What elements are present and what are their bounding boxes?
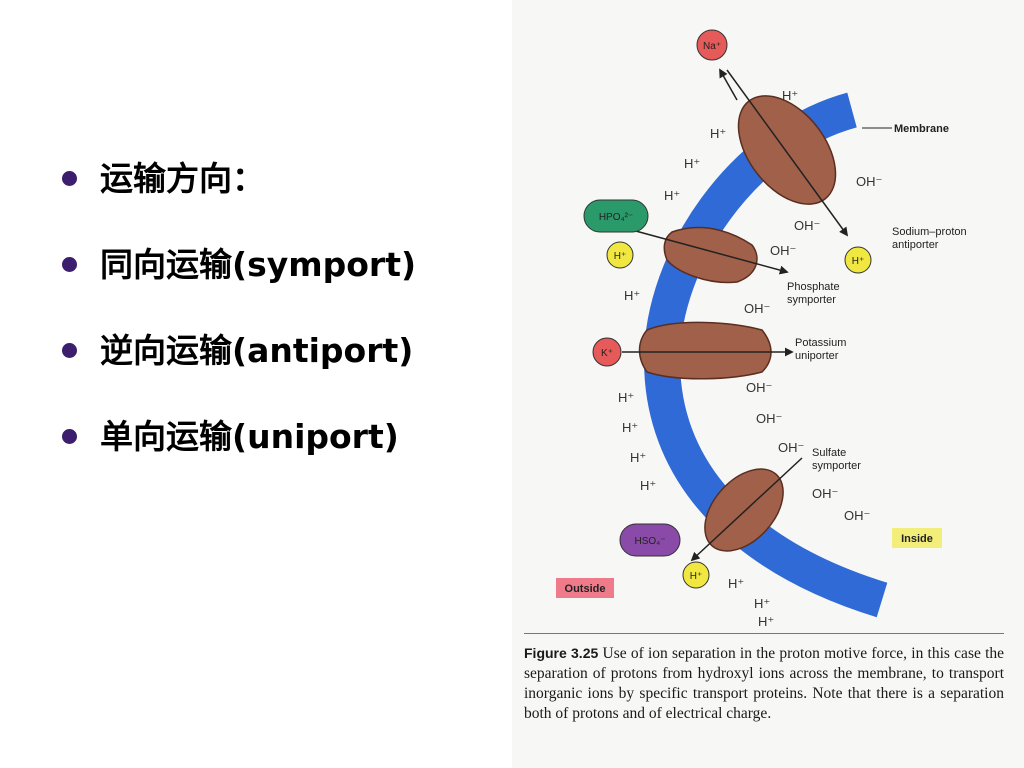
bullet-text: 单向运输(uniport) bbox=[100, 417, 399, 456]
svg-text:H⁺: H⁺ bbox=[728, 576, 744, 591]
h-ion-phosphate: H⁺ bbox=[606, 241, 634, 269]
potassium-uniporter bbox=[622, 321, 794, 380]
svg-text:H⁺: H⁺ bbox=[684, 156, 700, 171]
svg-text:OH⁻: OH⁻ bbox=[778, 440, 804, 455]
bullet-text: 逆向运输(antiport) bbox=[100, 331, 414, 370]
figure-caption: Figure 3.25 Use of ion separation in the… bbox=[524, 643, 1004, 724]
membrane-diagram: Na⁺ HPO₄²⁻ H⁺ H⁺ K⁺ HSO₄⁻ H⁺ H⁺ H⁺ bbox=[556, 29, 967, 629]
inside-tag: Inside bbox=[892, 528, 942, 548]
membrane-label: Membrane bbox=[862, 123, 949, 135]
svg-text:H⁺: H⁺ bbox=[614, 251, 627, 262]
h-ion-sulfate: H⁺ bbox=[682, 561, 710, 589]
k-ion: K⁺ bbox=[592, 337, 622, 367]
svg-text:H⁺: H⁺ bbox=[640, 478, 656, 493]
hpo4-ion: HPO₄²⁻ bbox=[583, 199, 649, 233]
svg-text:Membrane: Membrane bbox=[894, 123, 949, 135]
svg-text:H⁺: H⁺ bbox=[782, 88, 798, 103]
svg-text:H⁺: H⁺ bbox=[758, 614, 774, 629]
svg-text:Inside: Inside bbox=[901, 533, 933, 545]
svg-text:HSO₄⁻: HSO₄⁻ bbox=[634, 536, 665, 547]
svg-text:OH⁻: OH⁻ bbox=[844, 508, 870, 523]
bullet-dot-icon bbox=[62, 429, 77, 444]
bullet-dot-icon bbox=[62, 171, 77, 186]
bullet-text: 运输方向： bbox=[100, 159, 265, 198]
bullet-item: 运输方向： bbox=[62, 150, 416, 236]
bullet-item: 逆向运输(antiport) bbox=[62, 322, 416, 408]
svg-text:OH⁻: OH⁻ bbox=[756, 411, 782, 426]
sodium-proton-antiporter bbox=[719, 68, 849, 237]
bullet-list: 运输方向： 同向运输(symport) 逆向运输(antiport) 单向运输(… bbox=[62, 150, 416, 494]
svg-text:H⁺: H⁺ bbox=[664, 188, 680, 203]
svg-text:OH⁻: OH⁻ bbox=[746, 380, 772, 395]
sulfate-symporter bbox=[690, 457, 803, 562]
na-ion: Na⁺ bbox=[696, 29, 728, 61]
phosphate-symporter bbox=[631, 226, 789, 284]
caption-title: Figure 3.25 bbox=[524, 645, 599, 661]
svg-text:OH⁻: OH⁻ bbox=[744, 301, 770, 316]
svg-text:HPO₄²⁻: HPO₄²⁻ bbox=[599, 212, 633, 223]
inside-hydroxyls: OH⁻ OH⁻ OH⁻ OH⁻ OH⁻ OH⁻ OH⁻ OH⁻ OH⁻ bbox=[744, 174, 882, 523]
svg-text:Outside: Outside bbox=[565, 583, 606, 595]
svg-text:H⁺: H⁺ bbox=[710, 126, 726, 141]
svg-text:H⁺: H⁺ bbox=[618, 390, 634, 405]
svg-text:OH⁻: OH⁻ bbox=[770, 243, 796, 258]
svg-text:H⁺: H⁺ bbox=[622, 420, 638, 435]
bullet-item: 单向运输(uniport) bbox=[62, 408, 416, 494]
caption-divider bbox=[524, 633, 1004, 634]
bullet-item: 同向运输(symport) bbox=[62, 236, 416, 322]
svg-text:H⁺: H⁺ bbox=[754, 596, 770, 611]
svg-text:K⁺: K⁺ bbox=[601, 348, 613, 359]
svg-text:H⁺: H⁺ bbox=[690, 571, 703, 582]
hso4-ion: HSO₄⁻ bbox=[619, 523, 681, 557]
svg-text:OH⁻: OH⁻ bbox=[856, 174, 882, 189]
outside-protons: H⁺ H⁺ H⁺ H⁺ H⁺ H⁺ H⁺ H⁺ H⁺ H⁺ H⁺ H⁺ bbox=[618, 88, 798, 629]
svg-text:OH⁻: OH⁻ bbox=[812, 486, 838, 501]
bullet-dot-icon bbox=[62, 343, 77, 358]
svg-text:H⁺: H⁺ bbox=[624, 288, 640, 303]
svg-text:OH⁻: OH⁻ bbox=[794, 218, 820, 233]
svg-text:Na⁺: Na⁺ bbox=[703, 41, 721, 52]
h-ion-antiporter-out: H⁺ bbox=[844, 246, 872, 274]
caption-text: Use of ion separation in the proton moti… bbox=[524, 645, 1005, 722]
bullet-dot-icon bbox=[62, 257, 77, 272]
membrane-figure: Na⁺ HPO₄²⁻ H⁺ H⁺ K⁺ HSO₄⁻ H⁺ H⁺ H⁺ bbox=[512, 0, 1024, 768]
svg-text:H⁺: H⁺ bbox=[630, 450, 646, 465]
bullet-text: 同向运输(symport) bbox=[100, 245, 417, 284]
outside-tag: Outside bbox=[556, 578, 614, 598]
svg-text:H⁺: H⁺ bbox=[852, 256, 865, 267]
